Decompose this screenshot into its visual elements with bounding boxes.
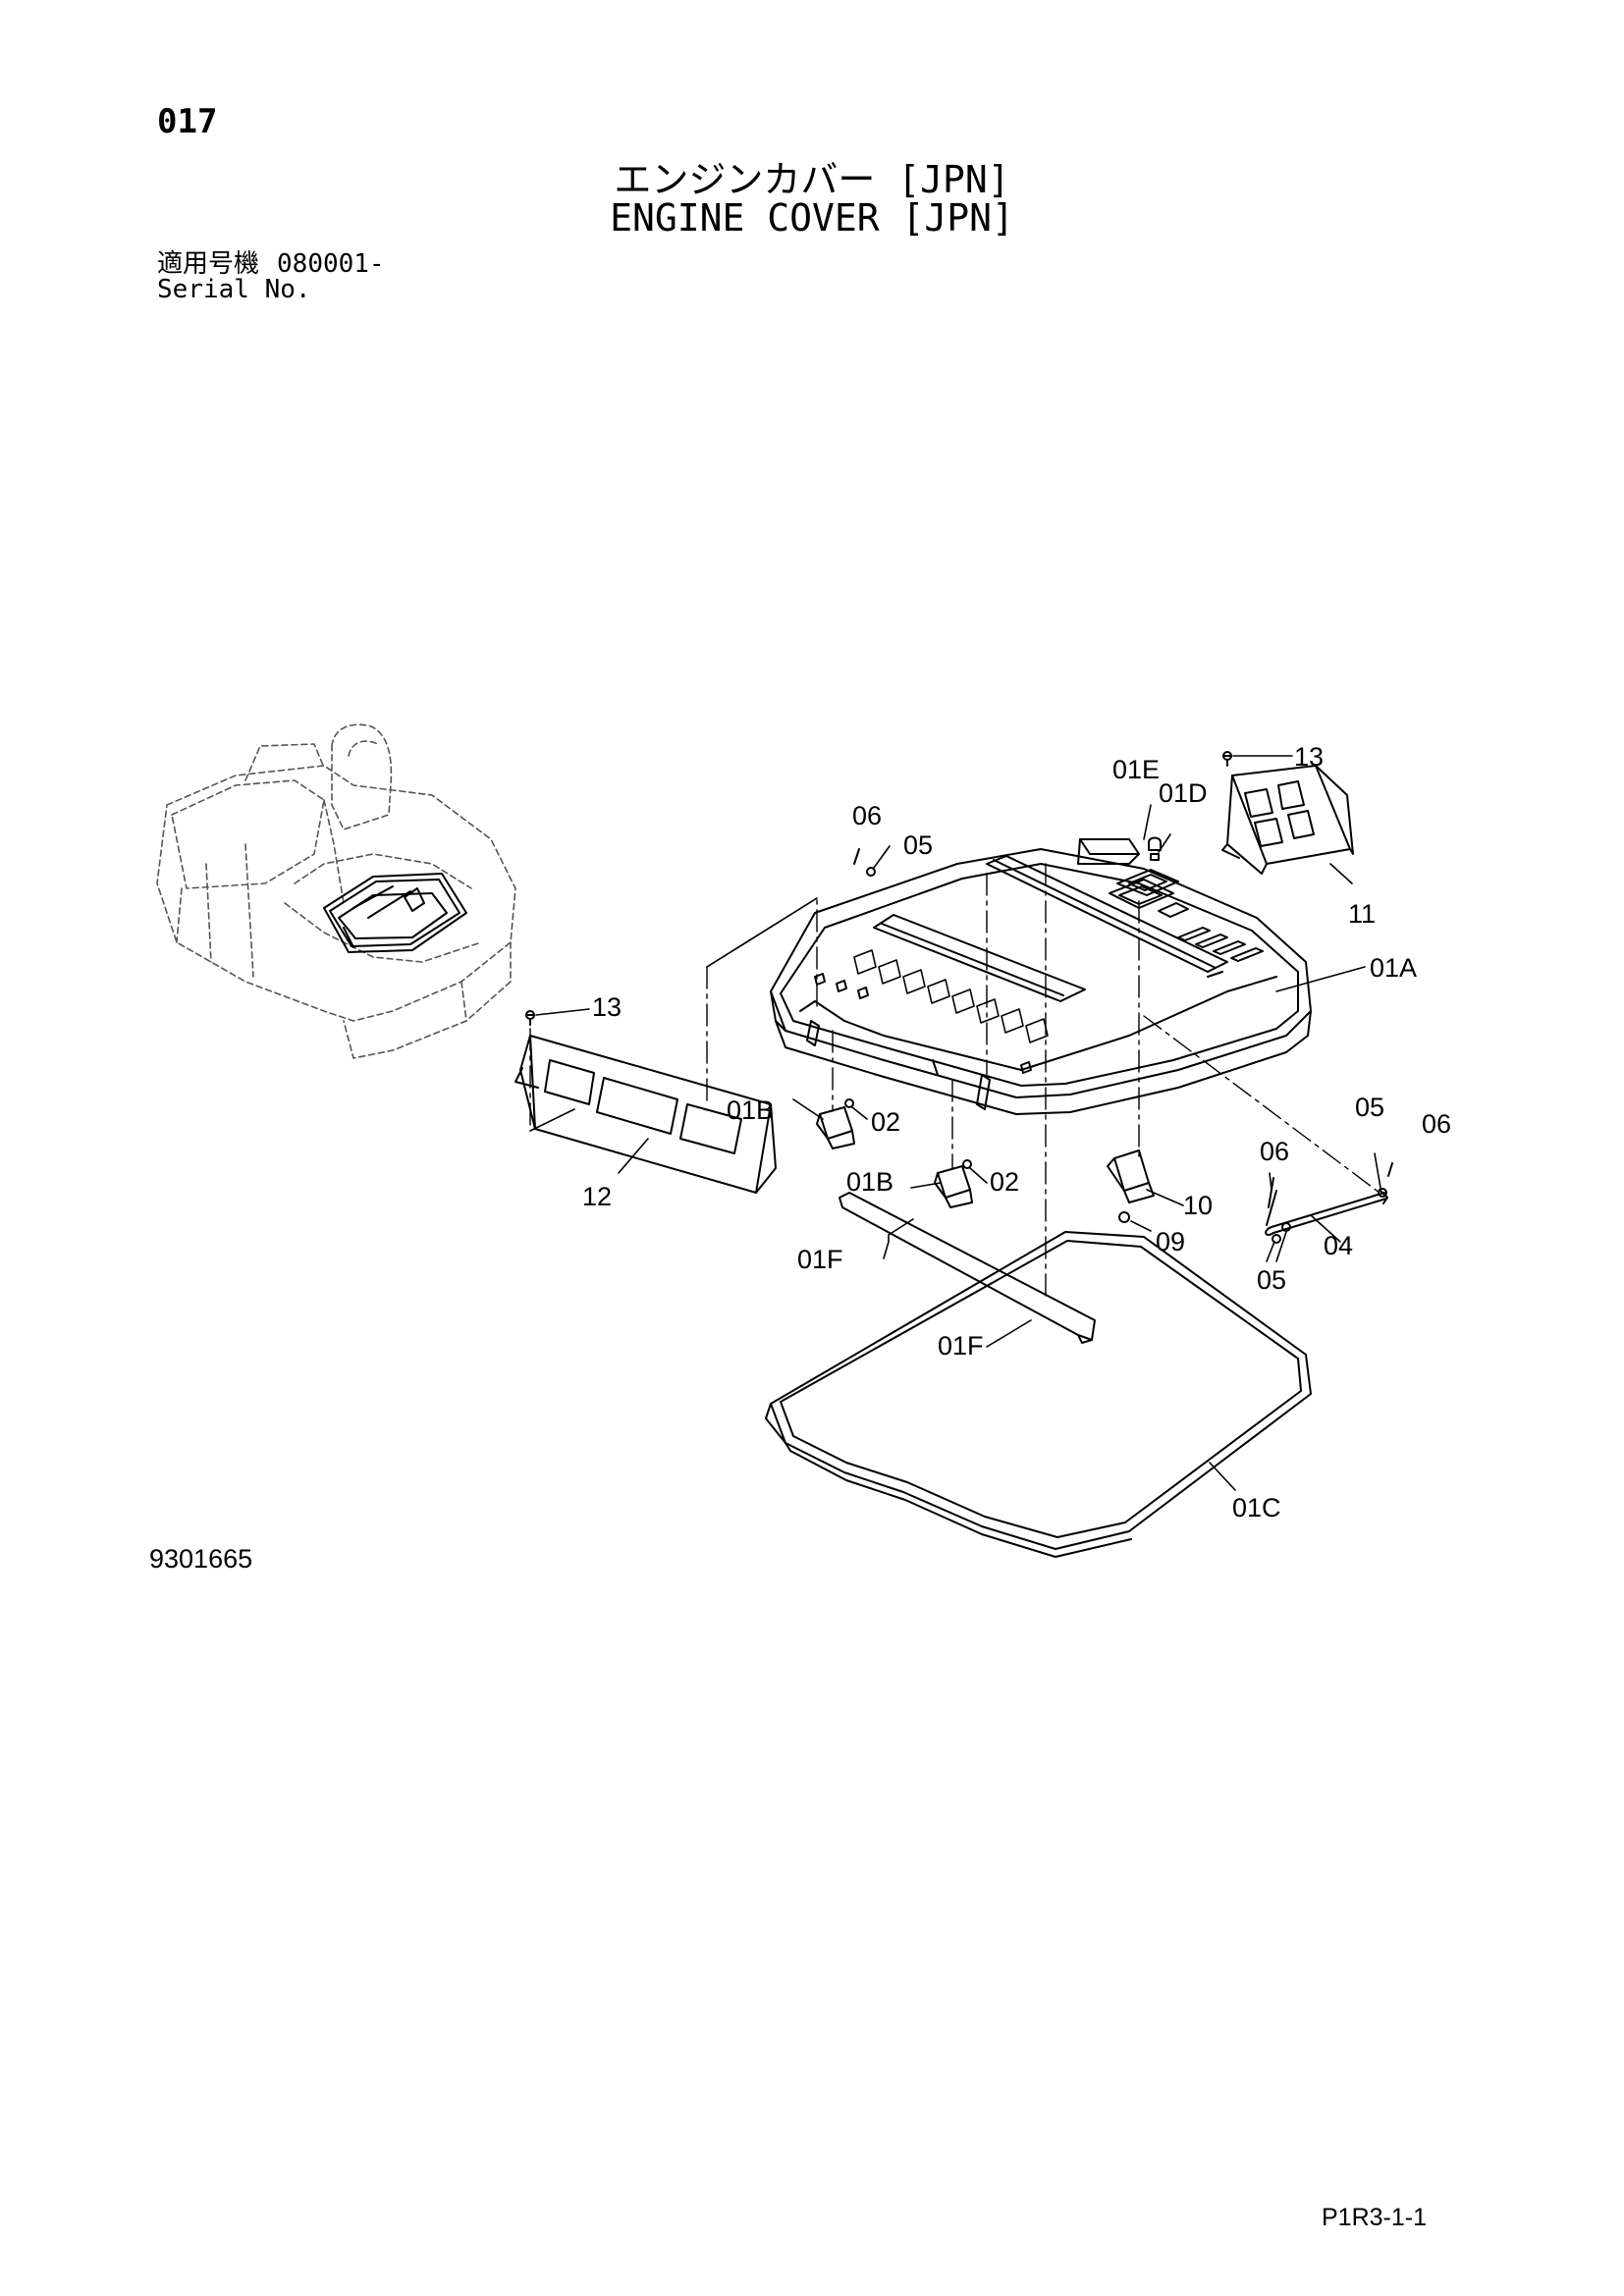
- page-title-jp: エンジンカバー [JPN]: [614, 158, 1010, 201]
- seal-strip-01f: [839, 1192, 1096, 1344]
- serial-label-jp: 適用号機: [157, 249, 260, 279]
- serial-label-en: Serial No.: [157, 275, 311, 304]
- callout-01e: 01E: [1112, 755, 1160, 784]
- callout-13: 13: [1294, 742, 1324, 772]
- serial-value: 080001-: [277, 249, 385, 279]
- callout-12: 12: [582, 1182, 612, 1211]
- callout-01a: 01A: [1370, 953, 1417, 983]
- callout-13: 13: [592, 992, 622, 1022]
- machine-overview-inset: [156, 723, 516, 1059]
- drawing-number: 9301665: [149, 1544, 253, 1574]
- callout-01d: 01D: [1159, 778, 1208, 808]
- hinge-01b-upper: [816, 1106, 855, 1149]
- engine-cover-louvres: [853, 949, 1049, 1043]
- callout-06: 06: [852, 801, 882, 830]
- page-number: 017: [157, 102, 218, 141]
- part-callouts: 13 01E 01D 06 05 11 01A 13 01B 02 05 06 …: [582, 742, 1451, 1522]
- fasteners: [525, 751, 1393, 1244]
- stay-rod-04: [1265, 1189, 1388, 1236]
- callout-01c: 01C: [1232, 1493, 1281, 1522]
- serial-block: 適用号機 080001- Serial No.: [157, 251, 385, 302]
- callout-09: 09: [1156, 1227, 1185, 1256]
- callout-02: 02: [871, 1107, 900, 1137]
- hinge-01b-lower: [934, 1165, 973, 1208]
- callout-06: 06: [1422, 1109, 1451, 1139]
- callout-05: 05: [903, 830, 933, 860]
- leader-lines: [535, 755, 1381, 1491]
- callout-06: 06: [1260, 1137, 1289, 1166]
- callout-10: 10: [1183, 1191, 1213, 1220]
- bracket-11: [1221, 765, 1354, 875]
- machine-overview-engine-cover: [323, 873, 467, 953]
- cover-handle-01e: [1077, 838, 1140, 865]
- callout-05: 05: [1355, 1093, 1384, 1122]
- assembly-guide-lines: [529, 897, 818, 1132]
- bracket-12: [514, 1035, 777, 1194]
- callout-11: 11: [1348, 899, 1376, 929]
- seal-frame-01c: [765, 1231, 1312, 1558]
- callout-02: 02: [990, 1167, 1019, 1197]
- callout-01b: 01B: [727, 1095, 774, 1125]
- callout-01b: 01B: [846, 1167, 893, 1197]
- callout-05: 05: [1257, 1265, 1286, 1295]
- bracket-10: [1107, 1149, 1155, 1203]
- callout-01f: 01F: [938, 1331, 984, 1361]
- phantom-lines: [529, 863, 1380, 1297]
- page-title-en: ENGINE COVER [JPN]: [610, 196, 1014, 240]
- engine-cover-01a: [770, 848, 1312, 1115]
- callout-01f: 01F: [797, 1245, 843, 1274]
- page-code: P1R3-1-1: [1322, 2204, 1427, 2231]
- callout-04: 04: [1324, 1231, 1353, 1260]
